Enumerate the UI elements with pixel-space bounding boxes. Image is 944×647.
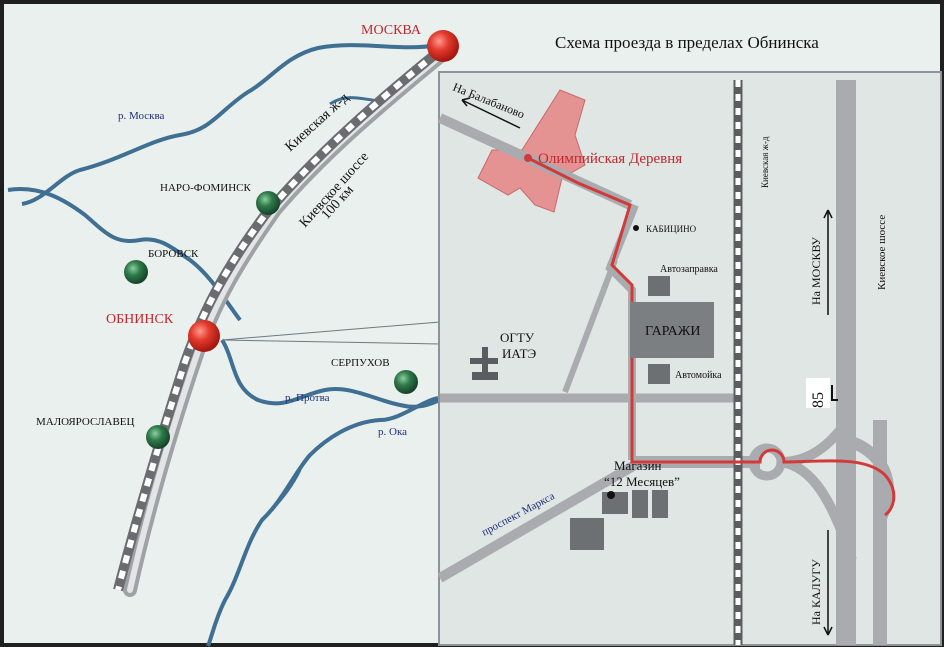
store-building-4 — [570, 518, 604, 550]
store-dot — [607, 491, 615, 499]
city-marker-maloyaroslavets[interactable] — [146, 425, 170, 449]
arrow-to-kaluga-icon — [823, 530, 833, 636]
city-label-moscow: МОСКВА — [361, 23, 422, 38]
car-wash-label: Автомойка — [675, 370, 722, 381]
store-label-line2: “12 Месяцев” — [604, 474, 680, 489]
store-building-2 — [632, 490, 648, 518]
store-building-3 — [652, 490, 668, 518]
city-marker-obninsk[interactable] — [188, 320, 220, 352]
map-title: Схема проезда в пределах Обнинска — [555, 33, 819, 52]
city-marker-serpukhov[interactable] — [394, 370, 418, 394]
city-label-naro-fominsk: НАРО-ФОМИНСК — [160, 182, 252, 194]
olympic-village-area — [477, 89, 586, 213]
store-label-line1: Магазин — [614, 458, 662, 473]
city-marker-moscow[interactable] — [427, 30, 459, 62]
river-oka-label: р. Ока — [378, 426, 407, 438]
city-marker-naro-fominsk[interactable] — [256, 191, 280, 215]
inset-map: 85 На Балабаново Олимпийская Деревня КАБ… — [437, 71, 942, 646]
city-label-maloyaroslavets: МАЛОЯРОСЛАВЕЦ — [36, 416, 135, 428]
city-label-borovsk: БОРОВСК — [148, 248, 199, 260]
river-oka-tributary — [270, 469, 302, 511]
river-oka — [206, 396, 439, 647]
car-wash-building — [648, 364, 670, 384]
olympic-village-label: Олимпийская Деревня — [538, 151, 682, 167]
store-building-1 — [602, 492, 628, 514]
ogtu-label: ОГТУ — [500, 330, 535, 345]
kiev-railway-inset-label: Киевская ж-д — [760, 136, 770, 188]
to-kaluga-label: На КАЛУГУ — [809, 559, 823, 625]
garages-label: ГАРАЖИ — [645, 324, 700, 339]
kabitsino-dot — [633, 225, 639, 231]
kabitsino-label: КАБИЦИНО — [646, 224, 697, 234]
city-label-obninsk: ОБНИНСК — [106, 312, 174, 327]
city-label-serpukhov: СЕРПУХОВ — [331, 357, 390, 369]
city-marker-borovsk[interactable] — [124, 260, 148, 284]
gas-station-label: Автозаправка — [660, 264, 718, 275]
arrow-to-balabanovo-icon — [461, 97, 521, 129]
river-west-branch — [7, 187, 242, 322]
garages-building — [630, 302, 714, 358]
olympic-village-dot — [524, 154, 532, 162]
arrow-to-moscow-icon — [823, 209, 833, 315]
km-marker-label: 85 — [810, 392, 827, 408]
iate-label: ИАТЭ — [502, 346, 537, 361]
km-marker-sign — [806, 378, 830, 408]
river-moskva-label: р. Москва — [118, 110, 165, 122]
gas-station-building — [648, 276, 670, 296]
river-protva — [220, 338, 441, 409]
route-line — [527, 156, 896, 517]
ogtu-building — [470, 347, 498, 380]
kiev-highway-inset-label: Киевское шоссе — [876, 215, 888, 290]
river-protva-label: р. Протва — [285, 392, 330, 404]
to-moscow-label: На МОСКВУ — [809, 236, 823, 305]
river-moskva — [21, 43, 439, 206]
marx-avenue — [437, 457, 643, 583]
